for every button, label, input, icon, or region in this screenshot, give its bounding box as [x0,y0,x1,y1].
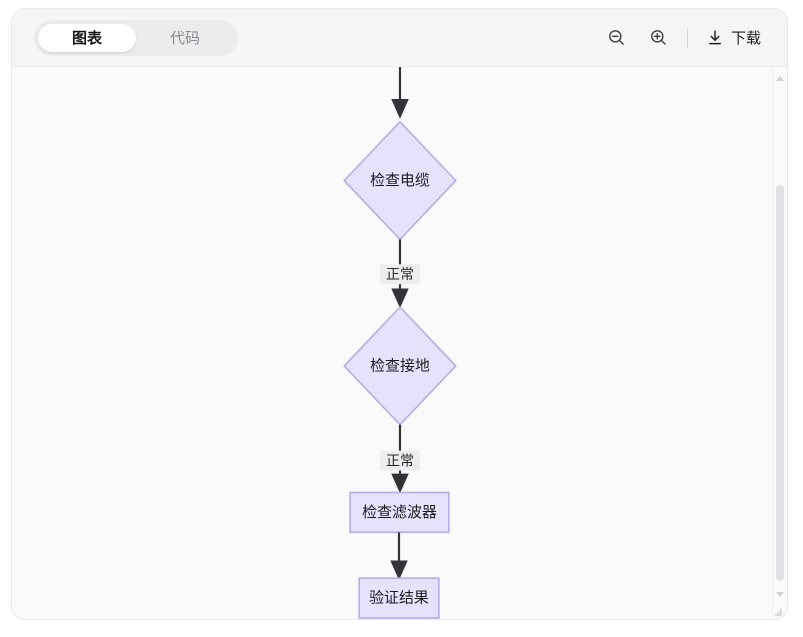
tab-code[interactable]: 代码 [136,24,234,52]
download-button[interactable]: 下载 [702,23,765,52]
node-check-filter[interactable]: 检查滤波器 [349,491,450,534]
toolbar-divider [686,27,688,48]
edge-n1-n2: 正常 [380,239,420,309]
node-label: 验证结果 [369,590,429,607]
scroll-up-button[interactable] [773,71,787,85]
tab-chart-label: 图表 [71,30,102,47]
download-label: 下载 [730,30,761,47]
node-label: 检查接地 [370,357,430,374]
chevron-down-icon [776,591,784,597]
zoom-in-button[interactable] [645,24,673,52]
tab-chart[interactable]: 图表 [38,23,136,52]
scroll-down-button[interactable] [773,587,787,601]
view-mode-tabs[interactable]: 图表 代码 [34,19,238,56]
flowchart-svg: 检查电缆 正常 检查接地 正常 [343,67,457,619]
download-icon [709,30,721,44]
node-shape-rect [349,491,450,534]
panel-header: 图表 代码 [12,9,787,67]
resize-grip-icon [774,608,782,616]
node-label: 检查电缆 [370,172,430,189]
edge-n2-n3: 正常 [380,424,420,494]
node-verify-result[interactable]: 验证结果 [358,577,440,619]
chevron-up-icon [776,75,784,81]
node-label: 检查滤波器 [362,504,437,521]
zoom-out-icon [609,30,625,45]
zoom-in-icon [651,30,667,45]
vertical-scrollbar[interactable] [772,67,787,619]
edge-label: 正常 [386,266,414,282]
node-check-cable[interactable]: 检查电缆 [343,120,457,241]
panel-toolbar: 下载 [603,23,773,52]
diagram-canvas[interactable]: 检查电缆 正常 检查接地 正常 [12,67,787,619]
edge-label-bg [380,264,420,285]
resize-handle[interactable] [771,604,783,616]
mermaid-preview-card: 图表 代码 [11,8,788,620]
tab-code-label: 代码 [169,30,200,47]
edge-label: 正常 [386,453,414,469]
node-check-ground[interactable]: 检查接地 [343,305,457,426]
zoom-out-button[interactable] [603,24,631,52]
node-shape-rect [358,577,440,619]
edge-label-bg [380,450,420,471]
scrollbar-thumb[interactable] [776,185,784,581]
